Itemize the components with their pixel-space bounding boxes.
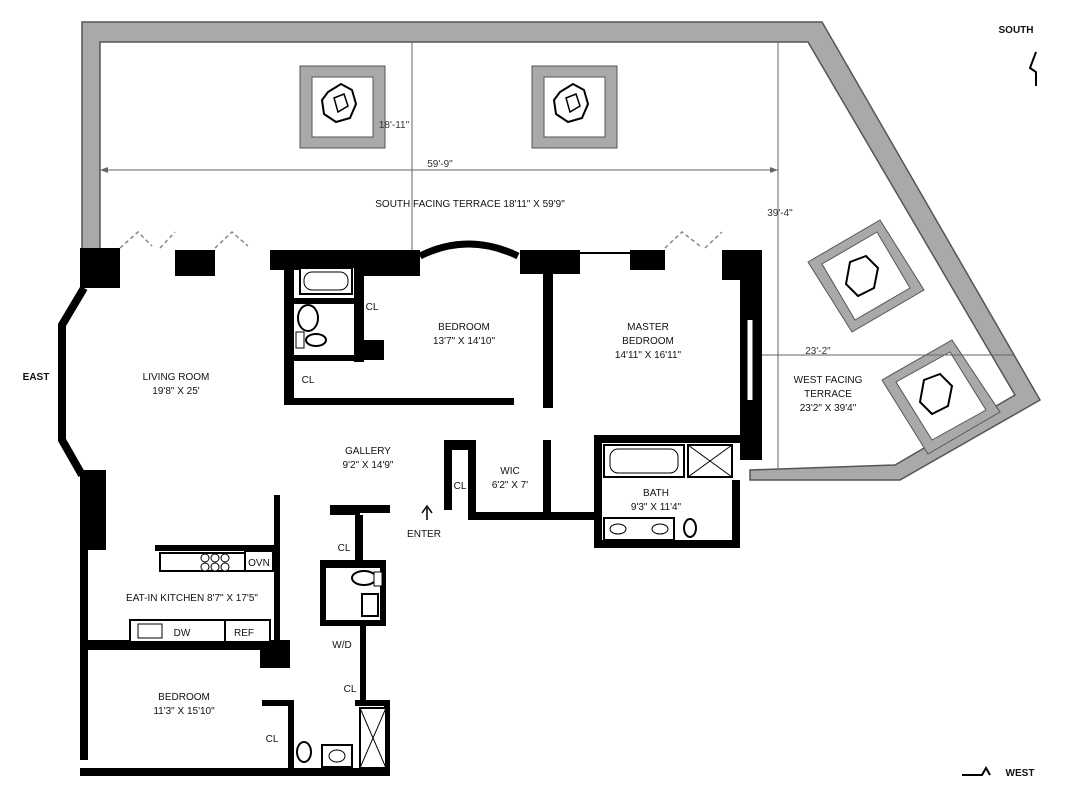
washer-dryer-label: W/D: [332, 640, 351, 651]
gallery-name: GALLERY: [345, 446, 391, 457]
planter-3: [807, 219, 925, 333]
closet-label-6: CL: [266, 734, 279, 745]
compass-east-label: EAST: [23, 372, 50, 383]
dim-west-depth: 39'-4": [767, 208, 793, 219]
closet-label-3: CL: [454, 481, 467, 492]
south-terrace-label: SOUTH FACING TERRACE 18'11" X 59'9": [375, 199, 565, 210]
wic-name: WIC: [500, 466, 519, 477]
gallery-size: 9'2" X 14'9": [343, 460, 394, 471]
south-arrow-icon: [1028, 51, 1037, 86]
bath-size: 9'3" X 11'4": [631, 502, 682, 513]
planter-4: [881, 339, 1001, 455]
bedroom2-name: BEDROOM: [158, 692, 210, 703]
terrace-doors: [119, 230, 723, 249]
dim-south-width: 59'-9": [427, 159, 453, 170]
master-name-1: MASTER: [627, 322, 669, 333]
dim-west-width: 23'-2": [805, 346, 831, 357]
exterior-walls: [58, 240, 762, 776]
planter-1: [299, 65, 386, 149]
refrigerator-label: REF: [234, 628, 254, 639]
living-room-name: LIVING ROOM: [143, 372, 210, 383]
closet-label-1: CL: [366, 302, 379, 313]
living-room-size: 19'8" X 25': [152, 386, 199, 397]
west-terrace-line3: 23'2" X 39'4": [800, 403, 857, 414]
dimension-lines: [100, 42, 1015, 470]
master-name-2: BEDROOM: [622, 336, 674, 347]
dim-south-depth: 18'-11": [379, 120, 410, 131]
closet-label-5: CL: [344, 684, 357, 695]
closet-label-2: CL: [302, 375, 315, 386]
west-terrace-line1: WEST FACING: [794, 375, 863, 386]
kitchen-name: EAT-IN KITCHEN 8'7" X 17'5": [126, 593, 258, 604]
bedroom1-name: BEDROOM: [438, 322, 490, 333]
bath-name: BATH: [643, 488, 669, 499]
dishwasher-label: DW: [174, 628, 191, 639]
oven-label: OVN: [248, 558, 270, 569]
wic-size: 6'2" X 7': [492, 480, 528, 491]
bedroom1-size: 13'7" X 14'10": [433, 336, 496, 347]
planter-2: [531, 65, 618, 149]
west-arrow-icon: [962, 765, 991, 776]
closet-label-4: CL: [338, 543, 351, 554]
interior-walls: [155, 262, 744, 775]
compass-south-label: SOUTH: [999, 25, 1034, 36]
fixtures: [129, 267, 733, 769]
master-size: 14'11" X 16'11": [615, 350, 682, 361]
compass-west-label: WEST: [1006, 768, 1035, 779]
west-terrace-line2: TERRACE: [804, 389, 852, 400]
enter-label: ENTER: [407, 529, 441, 540]
entry-arrow-icon: [421, 504, 433, 520]
bedroom2-size: 11'3" X 15'10": [153, 706, 215, 717]
